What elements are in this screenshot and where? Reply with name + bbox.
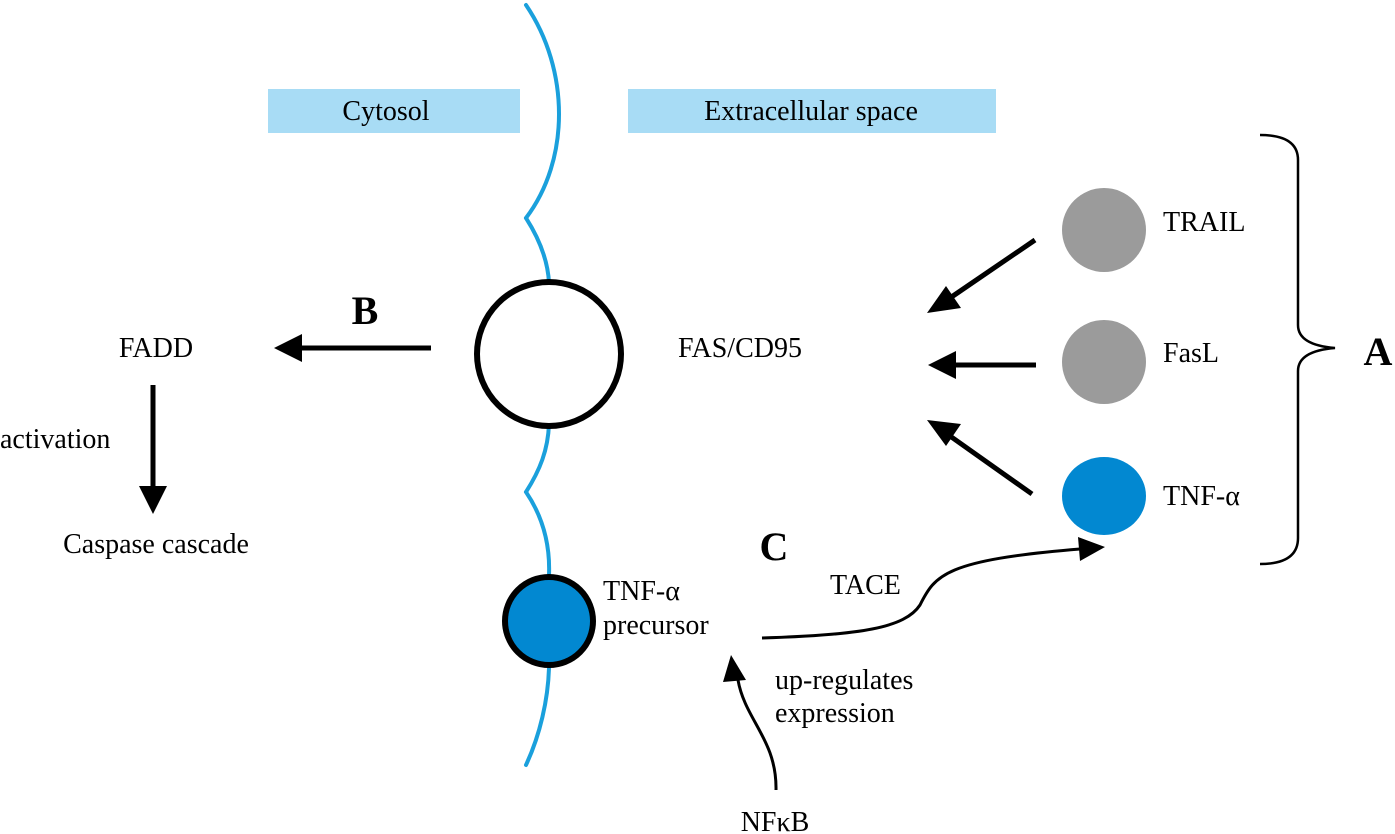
arrow-trail-to-receptor [927,237,1037,313]
label-c: C [760,524,789,569]
receptor-label: FAS/CD95 [678,333,802,364]
fasl-circle [1062,320,1146,404]
arrow-tace-cleavage [761,537,1105,640]
precursor-label-line1: TNF-α [603,576,680,607]
upregulates-label-line1: up-regulates [775,665,913,696]
tace-label: TACE [830,570,901,601]
arrow-nfkb-upregulates [723,655,778,791]
extracellular-bar [628,89,996,133]
fadd-label: FADD [119,333,193,364]
cell-membrane [524,3,561,767]
tnf-precursor-circle [502,574,596,668]
activation-label: activation [0,424,110,455]
membrane-segment-upper-mid [524,216,551,285]
cytosol-label: Cytosol [342,96,429,127]
arrow-fadd-to-caspase [139,385,167,514]
upregulates-label-line2: expression [775,698,895,729]
extracellular-region-header: Extracellular space [628,89,996,133]
ligand-trail: TRAIL [1062,188,1245,272]
ligand-group-bracket [1259,133,1336,566]
extracellular-label: Extracellular space [704,96,918,127]
membrane-segment-bottom [524,490,552,577]
ligand-tnf-alpha: TNF-α [1062,457,1240,535]
label-b: B [352,288,379,333]
nfkb-label: NFκB [741,807,810,834]
cytosol-region-header: Cytosol [268,89,520,133]
arrow-tnf-to-receptor [927,420,1034,497]
fasl-label: FasL [1163,338,1219,369]
tnf-alpha-label: TNF-α [1163,481,1240,512]
fas-receptor-circle [474,279,624,429]
trail-label: TRAIL [1163,207,1245,238]
label-a: A [1364,329,1393,374]
precursor-label-line2: precursor [603,610,709,641]
ligand-fasl: FasL [1062,320,1219,404]
caspase-cascade-label: Caspase cascade [63,529,249,560]
arrow-receptor-to-fadd [274,334,431,362]
membrane-segment-tail [524,666,551,767]
cytosol-bar [268,89,520,133]
trail-circle [1062,188,1146,272]
membrane-segment-lower-mid [524,422,551,494]
arrow-fasl-to-receptor [928,351,1036,379]
tnf-alpha-circle [1062,457,1146,535]
membrane-segment-top [524,3,561,220]
